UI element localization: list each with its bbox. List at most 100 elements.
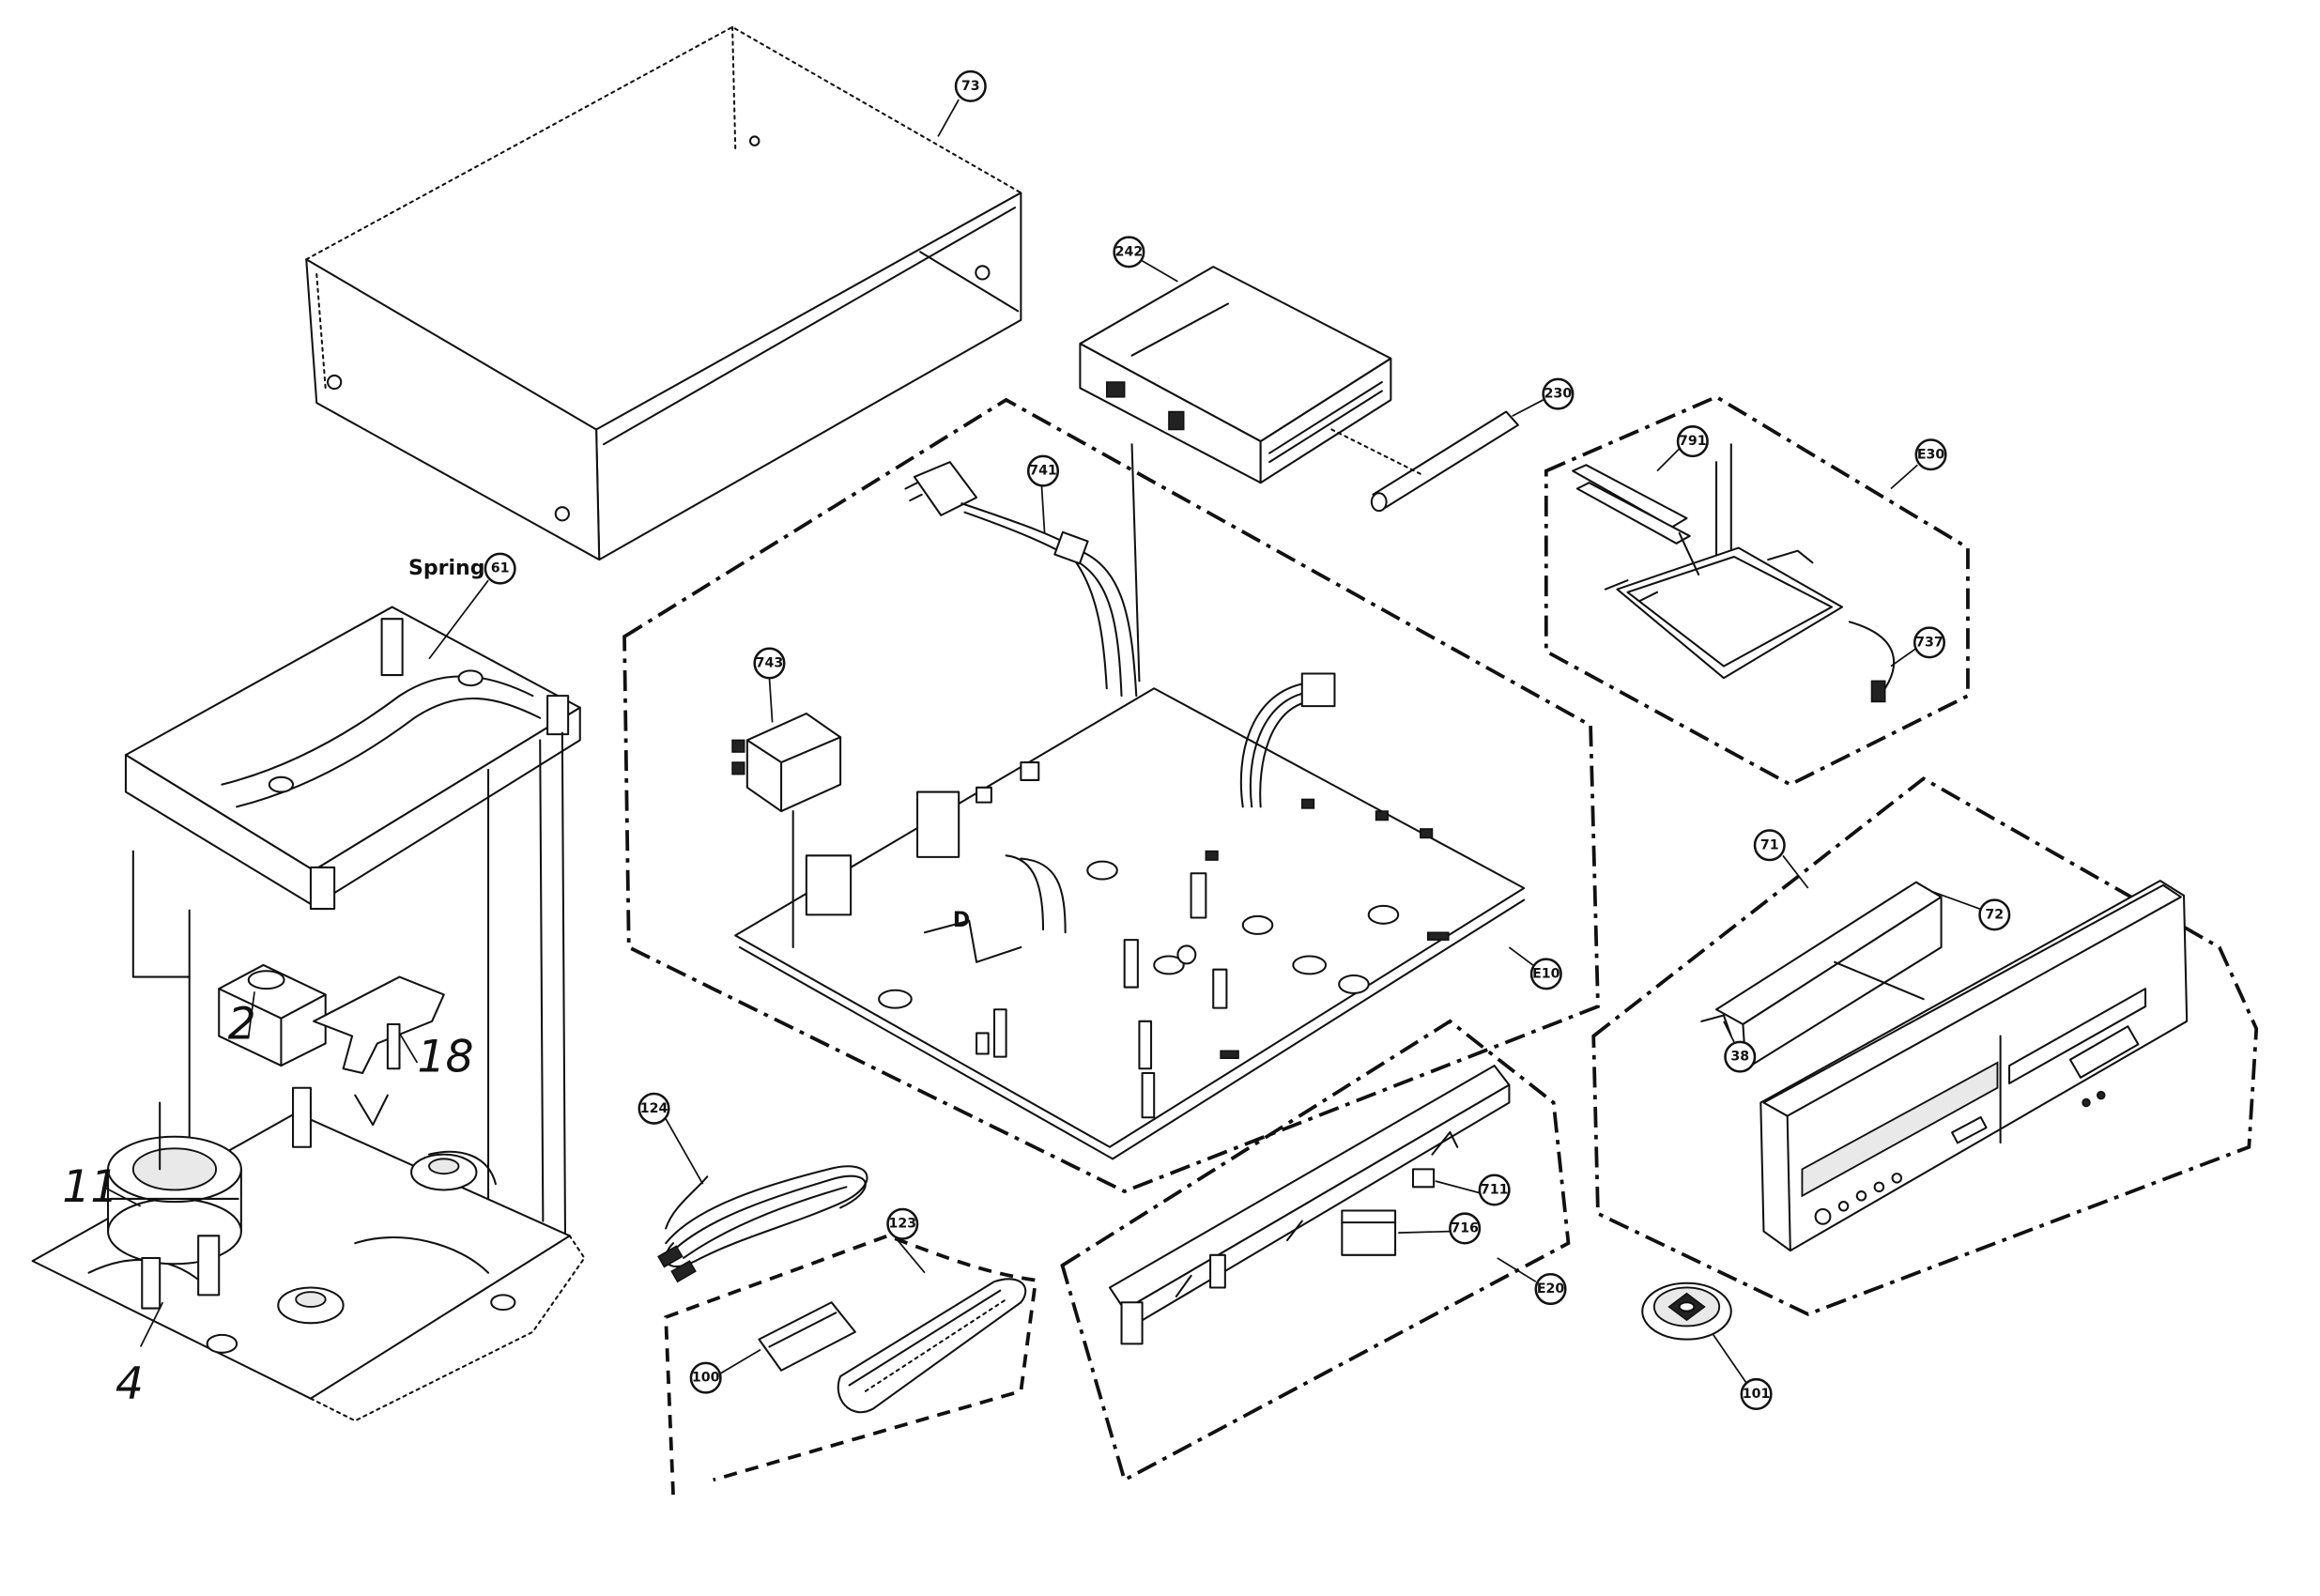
callout-741: 741: [1026, 454, 1060, 487]
svg-text:72: 72: [1985, 907, 2004, 922]
svg-text:38: 38: [1730, 1050, 1749, 1065]
svg-text:711: 711: [1481, 1182, 1509, 1197]
battery-cover-100: [758, 1301, 856, 1372]
svg-text:100: 100: [692, 1371, 720, 1386]
svg-text:741: 741: [1029, 464, 1057, 479]
callout-743: 743: [753, 647, 786, 680]
switch-711: [1411, 1130, 1459, 1189]
callout-E20: E20: [1534, 1273, 1567, 1306]
av-cable-124: [657, 1165, 868, 1283]
board-components: [923, 798, 1450, 1119]
disc-101: [1641, 1281, 1732, 1341]
top-bracket-61: [124, 606, 581, 911]
drive-rail: [1330, 410, 1519, 513]
svg-text:123: 123: [888, 1217, 916, 1232]
loading-motor-2: [218, 963, 327, 1067]
leader-71: [1782, 854, 1809, 889]
svg-text:61: 61: [491, 561, 510, 576]
callout-242: 242: [1113, 236, 1145, 269]
callout-72: 72: [1978, 898, 2011, 931]
front-panel-assembly: [1591, 776, 2259, 1316]
leader-242: [1142, 260, 1178, 283]
leader-716: [1398, 1230, 1451, 1235]
handwritten-label-4: 4: [115, 1358, 144, 1410]
svg-text:E20: E20: [1537, 1281, 1565, 1297]
leader-E30: [1890, 464, 1918, 490]
leader-11: [102, 1186, 142, 1207]
reel-spindles: [141, 1086, 478, 1325]
label-D: D: [953, 909, 970, 932]
callout-123: 123: [886, 1207, 919, 1240]
leader-100: [720, 1348, 761, 1374]
handwritten-label-2: 2: [228, 999, 256, 1051]
leader-124: [665, 1118, 704, 1185]
head-drum-11: [107, 1101, 242, 1266]
callout-E10: E10: [1529, 958, 1562, 990]
relay-743: [731, 713, 842, 813]
leader-73: [937, 99, 960, 137]
leader-61: [428, 579, 489, 660]
leader-38: [1723, 1021, 1735, 1043]
leader-123: [894, 1236, 926, 1274]
connector-cable-737: [1848, 621, 1895, 703]
front-bezel-71: [1759, 880, 2189, 1252]
tape-mechanism: [31, 606, 586, 1422]
top-cover: [305, 25, 1022, 561]
dvd-drive: [1079, 266, 1392, 484]
svg-text:73: 73: [961, 79, 980, 94]
transformer: [805, 761, 1040, 916]
leader-4: [139, 1301, 164, 1347]
svg-text:791: 791: [1679, 434, 1707, 449]
callout-230: 230: [1542, 377, 1575, 410]
svg-text:716: 716: [1451, 1220, 1479, 1235]
callout-716: 716: [1449, 1212, 1482, 1245]
callout-791: 791: [1676, 425, 1709, 458]
remote-control-assembly: [664, 1234, 1038, 1496]
leader-743: [768, 678, 774, 723]
leader-E10: [1508, 946, 1534, 966]
svg-text:124: 124: [640, 1101, 668, 1116]
leader-791: [1656, 446, 1682, 472]
callout-73: 73: [954, 69, 987, 102]
handwritten-label-18: 18: [417, 1031, 473, 1082]
callout-71: 71: [1753, 829, 1786, 862]
svg-text:E10: E10: [1532, 966, 1560, 981]
callout-61: 61: [484, 552, 516, 585]
leader-72: [1930, 890, 1980, 910]
leader-711: [1435, 1180, 1481, 1194]
ribbon-cable: [1572, 464, 1700, 575]
power-cord-741: [904, 443, 1141, 698]
sensor-716: [1341, 1209, 1397, 1256]
leader-230: [1512, 399, 1544, 418]
svg-text:242: 242: [1115, 244, 1144, 259]
svg-text:230: 230: [1544, 387, 1573, 402]
callout-124: 124: [638, 1092, 670, 1125]
leader-E20: [1497, 1257, 1537, 1282]
svg-text:743: 743: [756, 655, 784, 670]
e10-main-board-assembly: [622, 397, 1600, 1194]
leader-2: [247, 991, 255, 1036]
callout-38: 38: [1724, 1040, 1757, 1073]
remote-control-123: [837, 1278, 1027, 1414]
arm-18: [313, 975, 497, 1186]
e30-assembly: [1544, 394, 1970, 787]
handwritten-label-11: 11: [62, 1161, 118, 1213]
leader-18: [398, 1032, 419, 1064]
svg-text:71: 71: [1760, 837, 1779, 852]
callout-100: 100: [689, 1361, 722, 1394]
callout-101: 101: [1740, 1377, 1773, 1410]
leader-737: [1890, 647, 1917, 668]
callout-711: 711: [1478, 1174, 1511, 1206]
leader-101: [1713, 1334, 1747, 1383]
callout-737: 737: [1913, 626, 1945, 659]
label-spring: Spring: [408, 557, 485, 580]
svg-text:E30: E30: [1917, 447, 1945, 462]
leader-741: [1040, 485, 1046, 533]
svg-text:737: 737: [1915, 635, 1944, 650]
wire-harness: [1239, 672, 1336, 808]
board-holes: [878, 860, 1400, 1009]
callout-E30: E30: [1914, 438, 1947, 471]
svg-text:101: 101: [1743, 1387, 1771, 1402]
